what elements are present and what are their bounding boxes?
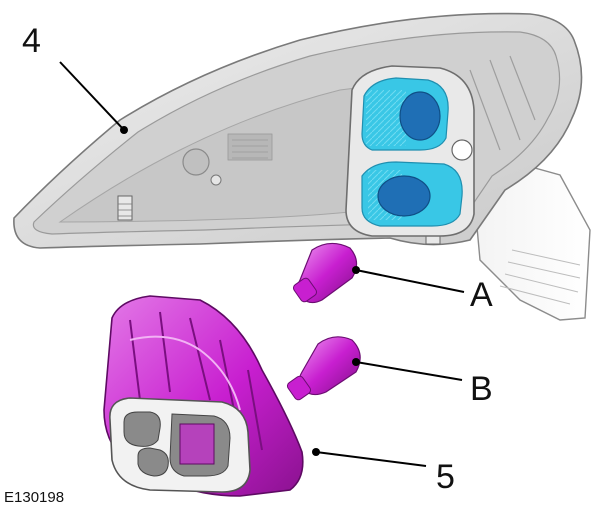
leader-b <box>355 361 463 381</box>
housing-round-boss <box>182 148 210 176</box>
housing-screw <box>210 174 222 186</box>
callout-label-4: 4 <box>22 22 41 60</box>
lower-socket-hole <box>377 175 431 217</box>
bulb-b <box>286 336 361 401</box>
leader-5-dot <box>312 448 320 456</box>
leader-a-dot <box>352 266 360 274</box>
leader-4-dot <box>120 126 128 134</box>
leader-a <box>355 269 465 293</box>
bulb-a <box>292 242 358 304</box>
socket-contact <box>451 139 473 161</box>
holder-ribs <box>129 311 263 451</box>
mounting-stud-left <box>117 195 133 221</box>
callout-label-a: A <box>470 276 493 314</box>
housing-ribs <box>429 55 536 151</box>
leader-5 <box>315 451 427 467</box>
gasket-hole-3 <box>137 447 169 477</box>
callout-label-b: B <box>470 370 493 408</box>
leader-4 <box>59 61 125 131</box>
gasket-inner-socket <box>179 423 215 465</box>
leader-lines <box>59 61 465 467</box>
figure-reference-code: E130198 <box>4 489 64 506</box>
lens-ridges <box>499 249 581 305</box>
housing-grille <box>227 133 273 161</box>
bulb-socket-opening <box>345 65 475 237</box>
gasket-hole-1 <box>123 411 161 447</box>
bulb-holder <box>103 295 304 497</box>
callout-label-5: 5 <box>436 458 455 496</box>
leader-b-dot <box>352 358 360 366</box>
upper-socket-hole <box>399 91 441 141</box>
grille-lines <box>232 139 268 159</box>
holder-inner-wall <box>129 335 241 411</box>
lamp-housing <box>13 12 591 321</box>
